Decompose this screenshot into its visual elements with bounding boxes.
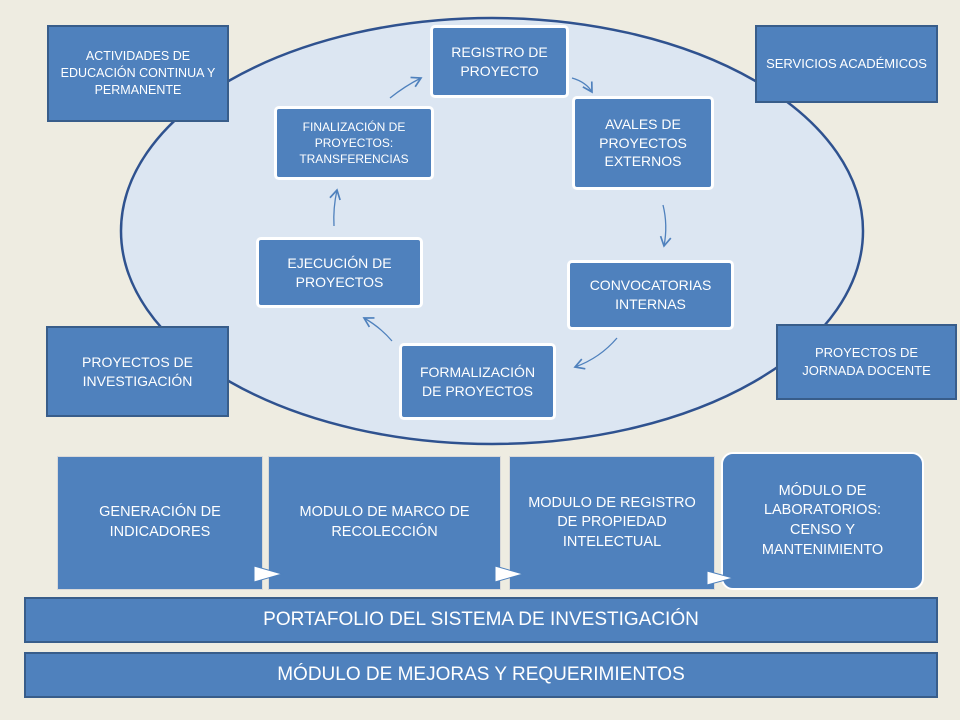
module-marco-recoleccion-label: MODULO DE MARCO DE RECOLECCIÓN [299,504,470,540]
arrow-avales-to-convocatorias [659,204,672,248]
box-educacion-continua-label: ACTIVIDADES DE EDUCACIÓN CONTINUA Y PERM… [60,49,216,97]
banner-portafolio-label: PORTAFOLIO DEL SISTEMA DE INVESTIGACIÓN [263,609,699,631]
box-servicios-academicos-label: SERVICIOS ACADÉMICOS [766,56,927,72]
module-propiedad-intelectual-label: MODULO DE REGISTRO DE PROPIEDAD INTELECT… [528,494,696,550]
arrow-formalizacion-to-ejecucion [362,317,393,342]
arrow-ejecucion-to-finalizacion [329,188,341,227]
box-educacion-continua: ACTIVIDADES DE EDUCACIÓN CONTINUA Y PERM… [47,25,229,122]
cycle-formalizacion-proyectos-label: FORMALIZACIÓN DE PROYECTOS [419,363,536,399]
cycle-finalizacion-proyectos-label: FINALIZACIÓN DE PROYECTOS: TRANSFERENCIA… [299,119,409,167]
cycle-registro-proyecto: REGISTRO DE PROYECTO [430,25,569,98]
cycle-finalizacion-proyectos: FINALIZACIÓN DE PROYECTOS: TRANSFERENCIA… [274,106,434,180]
cycle-formalizacion-proyectos: FORMALIZACIÓN DE PROYECTOS [399,343,556,420]
module-propiedad-intelectual: MODULO DE REGISTRO DE PROPIEDAD INTELECT… [509,456,715,590]
cycle-registro-proyecto-label: REGISTRO DE PROYECTO [451,43,548,79]
module-laboratorios-label: MÓDULO DE LABORATORIOS: CENSO Y MANTENIM… [761,482,884,558]
module-generacion-indicadores: GENERACIÓN DE INDICADORES [57,456,263,590]
cycle-convocatorias-internas-label: CONVOCATORIAS INTERNAS [589,277,712,312]
cycle-ejecucion-proyectos: EJECUCIÓN DE PROYECTOS [256,237,423,308]
module-generacion-indicadores-label: GENERACIÓN DE INDICADORES [99,504,221,540]
banner-mejoras-requerimientos: MÓDULO DE MEJORAS Y REQUERIMIENTOS [24,652,938,698]
box-jornada-docente-label: PROYECTOS DE JORNADA DOCENTE [802,345,931,378]
banner-portafolio: PORTAFOLIO DEL SISTEMA DE INVESTIGACIÓN [24,597,938,643]
cycle-avales-proyectos-label: AVALES DE PROYECTOS EXTERNOS [599,115,687,170]
module-laboratorios: MÓDULO DE LABORATORIOS: CENSO Y MANTENIM… [721,452,924,590]
module-marco-recoleccion: MODULO DE MARCO DE RECOLECCIÓN [268,456,501,590]
banner-mejoras-requerimientos-label: MÓDULO DE MEJORAS Y REQUERIMIENTOS [277,664,685,686]
cycle-convocatorias-internas: CONVOCATORIAS INTERNAS [567,260,734,330]
arrow-finalizacion-to-registro [389,76,423,99]
box-proyectos-investigacion-label: PROYECTOS DE INVESTIGACIÓN [82,353,193,389]
arrow-registro-to-avales [571,77,593,94]
arrow-convocatorias-to-formalizacion [573,337,618,370]
box-servicios-academicos: SERVICIOS ACADÉMICOS [755,25,938,103]
box-jornada-docente: PROYECTOS DE JORNADA DOCENTE [776,324,957,400]
box-proyectos-investigacion: PROYECTOS DE INVESTIGACIÓN [46,326,229,417]
cycle-ejecucion-proyectos-label: EJECUCIÓN DE PROYECTOS [287,254,392,290]
cycle-avales-proyectos: AVALES DE PROYECTOS EXTERNOS [572,96,714,190]
